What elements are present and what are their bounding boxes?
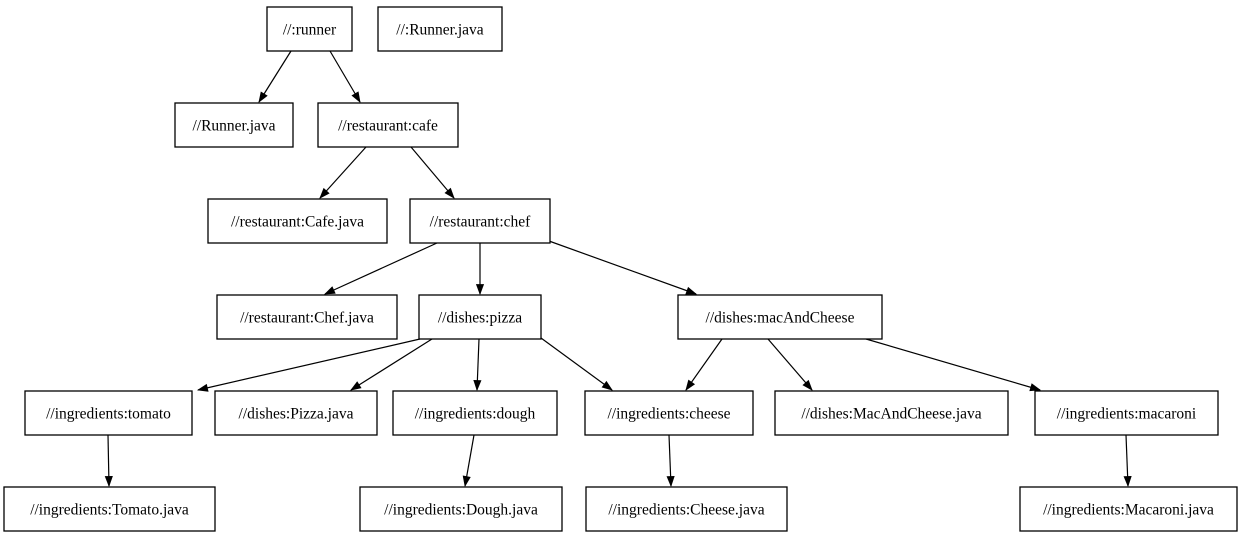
chef-label: //restaurant:chef [430, 214, 532, 231]
edge-mac-and-cheese-to-mac-and-cheese-java [767, 338, 813, 391]
node-runner-java-src: //:Runner.java [377, 6, 503, 52]
cafe-java-box [207, 198, 388, 244]
edge-pizza-to-tomato [196, 338, 421, 392]
edge-cafe-to-chef [410, 146, 455, 199]
runner-label: //:runner [283, 22, 337, 39]
tomato-java-label: //ingredients:Tomato.java [30, 502, 189, 519]
runner-java-box [174, 102, 294, 148]
node-dough-java: //ingredients:Dough.java [359, 486, 563, 532]
runner-java-src-box [377, 6, 503, 52]
node-runner-java: //Runner.java [174, 102, 294, 148]
edge-dough-to-dough-java [462, 434, 475, 488]
chef-java-label: //restaurant:Chef.java [240, 310, 374, 327]
tomato-label: //ingredients:tomato [46, 406, 171, 423]
edge-mac-and-cheese-to-cheese [685, 338, 723, 391]
tomato-box [24, 390, 193, 436]
edge-mac-and-cheese-to-macaroni [865, 338, 1042, 392]
edge-macaroni-to-macaroni-java [1123, 434, 1132, 488]
edge-tomato-to-tomato-java [104, 434, 113, 488]
node-tomato-java: //ingredients:Tomato.java [3, 486, 216, 532]
dough-box [392, 390, 558, 436]
chef-box [409, 198, 551, 244]
node-chef-java: //restaurant:Chef.java [216, 294, 398, 340]
tomato-java-box [3, 486, 216, 532]
node-macaroni: //ingredients:macaroni [1034, 390, 1219, 436]
runner-java-src-label: //:Runner.java [396, 22, 484, 39]
dough-java-box [359, 486, 563, 532]
cafe-java-label: //restaurant:Cafe.java [231, 214, 364, 231]
pizza-box [418, 294, 542, 340]
runner-box [266, 6, 353, 52]
macaroni-java-label: //ingredients:Macaroni.java [1043, 502, 1214, 519]
cafe-label: //restaurant:cafe [338, 118, 438, 135]
dough-label: //ingredients:dough [415, 406, 536, 423]
mac-and-cheese-java-box [774, 390, 1009, 436]
node-runner: //:runner [266, 6, 353, 52]
cafe-box [317, 102, 459, 148]
node-macaroni-java: //ingredients:Macaroni.java [1019, 486, 1238, 532]
cheese-java-label: //ingredients:Cheese.java [608, 502, 764, 519]
runner-java-label: //Runner.java [192, 118, 275, 135]
node-pizza-java: //dishes:Pizza.java [214, 390, 378, 436]
edge-runner-to-runner-java [258, 50, 292, 103]
node-mac-and-cheese: //dishes:macAndCheese [677, 294, 883, 340]
node-cheese: //ingredients:cheese [584, 390, 754, 436]
edge-chef-to-mac-and-cheese [548, 240, 698, 295]
mac-and-cheese-java-label: //dishes:MacAndCheese.java [801, 406, 981, 423]
edge-pizza-to-dough [473, 338, 482, 392]
cheese-box [584, 390, 754, 436]
node-cafe-java: //restaurant:Cafe.java [207, 198, 388, 244]
edges-layer [104, 50, 1132, 488]
edge-cafe-to-cafe-java [319, 146, 367, 199]
pizza-java-box [214, 390, 378, 436]
node-dough: //ingredients:dough [392, 390, 558, 436]
node-cafe: //restaurant:cafe [317, 102, 459, 148]
node-cheese-java: //ingredients:Cheese.java [585, 486, 788, 532]
node-pizza: //dishes:pizza [418, 294, 542, 340]
node-mac-and-cheese-java: //dishes:MacAndCheese.java [774, 390, 1009, 436]
pizza-java-label: //dishes:Pizza.java [239, 406, 354, 423]
edge-runner-to-cafe [329, 50, 361, 103]
macaroni-label: //ingredients:macaroni [1057, 406, 1197, 423]
cheese-java-box [585, 486, 788, 532]
pizza-label: //dishes:pizza [438, 310, 522, 327]
edge-chef-to-chef-java [323, 242, 438, 295]
edge-cheese-to-cheese-java [666, 434, 675, 488]
edge-pizza-to-pizza-java [350, 338, 433, 391]
dough-java-label: //ingredients:Dough.java [384, 502, 538, 519]
node-chef: //restaurant:chef [409, 198, 551, 244]
cheese-label: //ingredients:cheese [607, 406, 730, 423]
macaroni-java-box [1019, 486, 1238, 532]
node-tomato: //ingredients:tomato [24, 390, 193, 436]
edge-pizza-to-cheese [540, 337, 613, 391]
macaroni-box [1034, 390, 1219, 436]
chef-java-box [216, 294, 398, 340]
mac-and-cheese-label: //dishes:macAndCheese [706, 310, 855, 327]
nodes-layer: //:runner //:Runner.java //Runner.java //re… [3, 6, 1238, 532]
mac-and-cheese-box [677, 294, 883, 340]
